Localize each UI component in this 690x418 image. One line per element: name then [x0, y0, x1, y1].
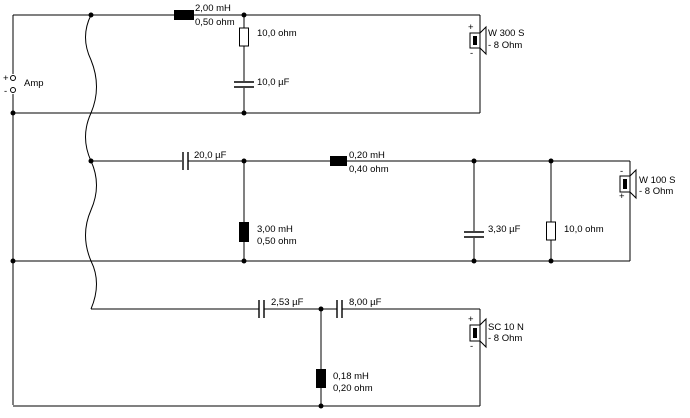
midrange-shunt-resistor: [546, 221, 556, 241]
woofer-speaker-impedance: - 8 Ohm: [488, 40, 522, 51]
midrange-shunt-inductor-resistance: 0,50 ohm: [257, 236, 297, 247]
midrange-shunt-inductor-value: 3,00 mH: [257, 224, 293, 235]
woofer-speaker-plus: +: [468, 22, 474, 33]
woofer-speaker-name: W 300 S: [488, 28, 524, 39]
midrange-speaker-impedance: - 8 Ohm: [639, 186, 673, 197]
amp-plus-terminal: [10, 75, 16, 81]
midrange-series-inductor: [330, 156, 347, 166]
midrange-section: 20,0 µF 3,00 mH 0,50 ohm 0,20 mH 0,40 oh…: [182, 150, 675, 261]
tweeter-shunt-inductor-resistance: 0,20 ohm: [333, 383, 373, 394]
woofer-inductor: [174, 10, 194, 20]
midrange-series-capacitor-value: 20,0 µF: [194, 150, 227, 161]
woofer-resistor-value: 10,0 ohm: [257, 28, 297, 39]
tweeter-shunt-inductor: [316, 369, 326, 388]
woofer-inductor-value: 2,00 mH: [195, 3, 231, 14]
tweeter-speaker-impedance: - 8 Ohm: [488, 333, 522, 344]
midrange-series-inductor-resistance: 0,40 ohm: [349, 164, 389, 175]
tweeter-capacitor-2-value: 8,00 µF: [349, 297, 382, 308]
tweeter-speaker-name: SC 10 N: [488, 322, 524, 333]
amp-minus-sign: -: [4, 86, 7, 97]
midrange-speaker-minus: -: [620, 166, 623, 177]
midrange-shunt-capacitor-value: 3,30 µF: [488, 224, 521, 235]
tweeter-capacitor-1-value: 2,53 µF: [271, 297, 304, 308]
woofer-inductor-resistance: 0,50 ohm: [195, 17, 235, 28]
midrange-shunt-resistor-value: 10,0 ohm: [564, 224, 604, 235]
amp-minus-terminal: [10, 87, 16, 93]
tweeter-speaker-minus: -: [470, 341, 473, 352]
woofer-resistor: [239, 27, 249, 47]
tweeter-shunt-inductor-value: 0,18 mH: [333, 371, 369, 382]
midrange-series-inductor-value: 0,20 mH: [349, 150, 385, 161]
woofer-capacitor-value: 10,0 µF: [257, 77, 290, 88]
midrange-speaker-name: W 100 S: [639, 175, 675, 186]
amp-plus-sign: +: [3, 73, 9, 84]
junction-dots: [10, 12, 554, 409]
tweeter-speaker-plus: +: [468, 314, 474, 325]
amp-label: Amp: [24, 78, 44, 89]
tweeter-section: 2,53 µF 8,00 µF 0,18 mH 0,20 ohm + - SC …: [258, 297, 524, 406]
amp-terminals: + - Amp: [3, 15, 44, 405]
woofer-speaker-minus: -: [470, 48, 473, 59]
midrange-speaker-plus: +: [619, 191, 625, 202]
woofer-section: 2,00 mH 0,50 ohm 10,0 ohm 10,0 µF + - W …: [174, 3, 524, 113]
midrange-shunt-inductor: [239, 222, 249, 242]
